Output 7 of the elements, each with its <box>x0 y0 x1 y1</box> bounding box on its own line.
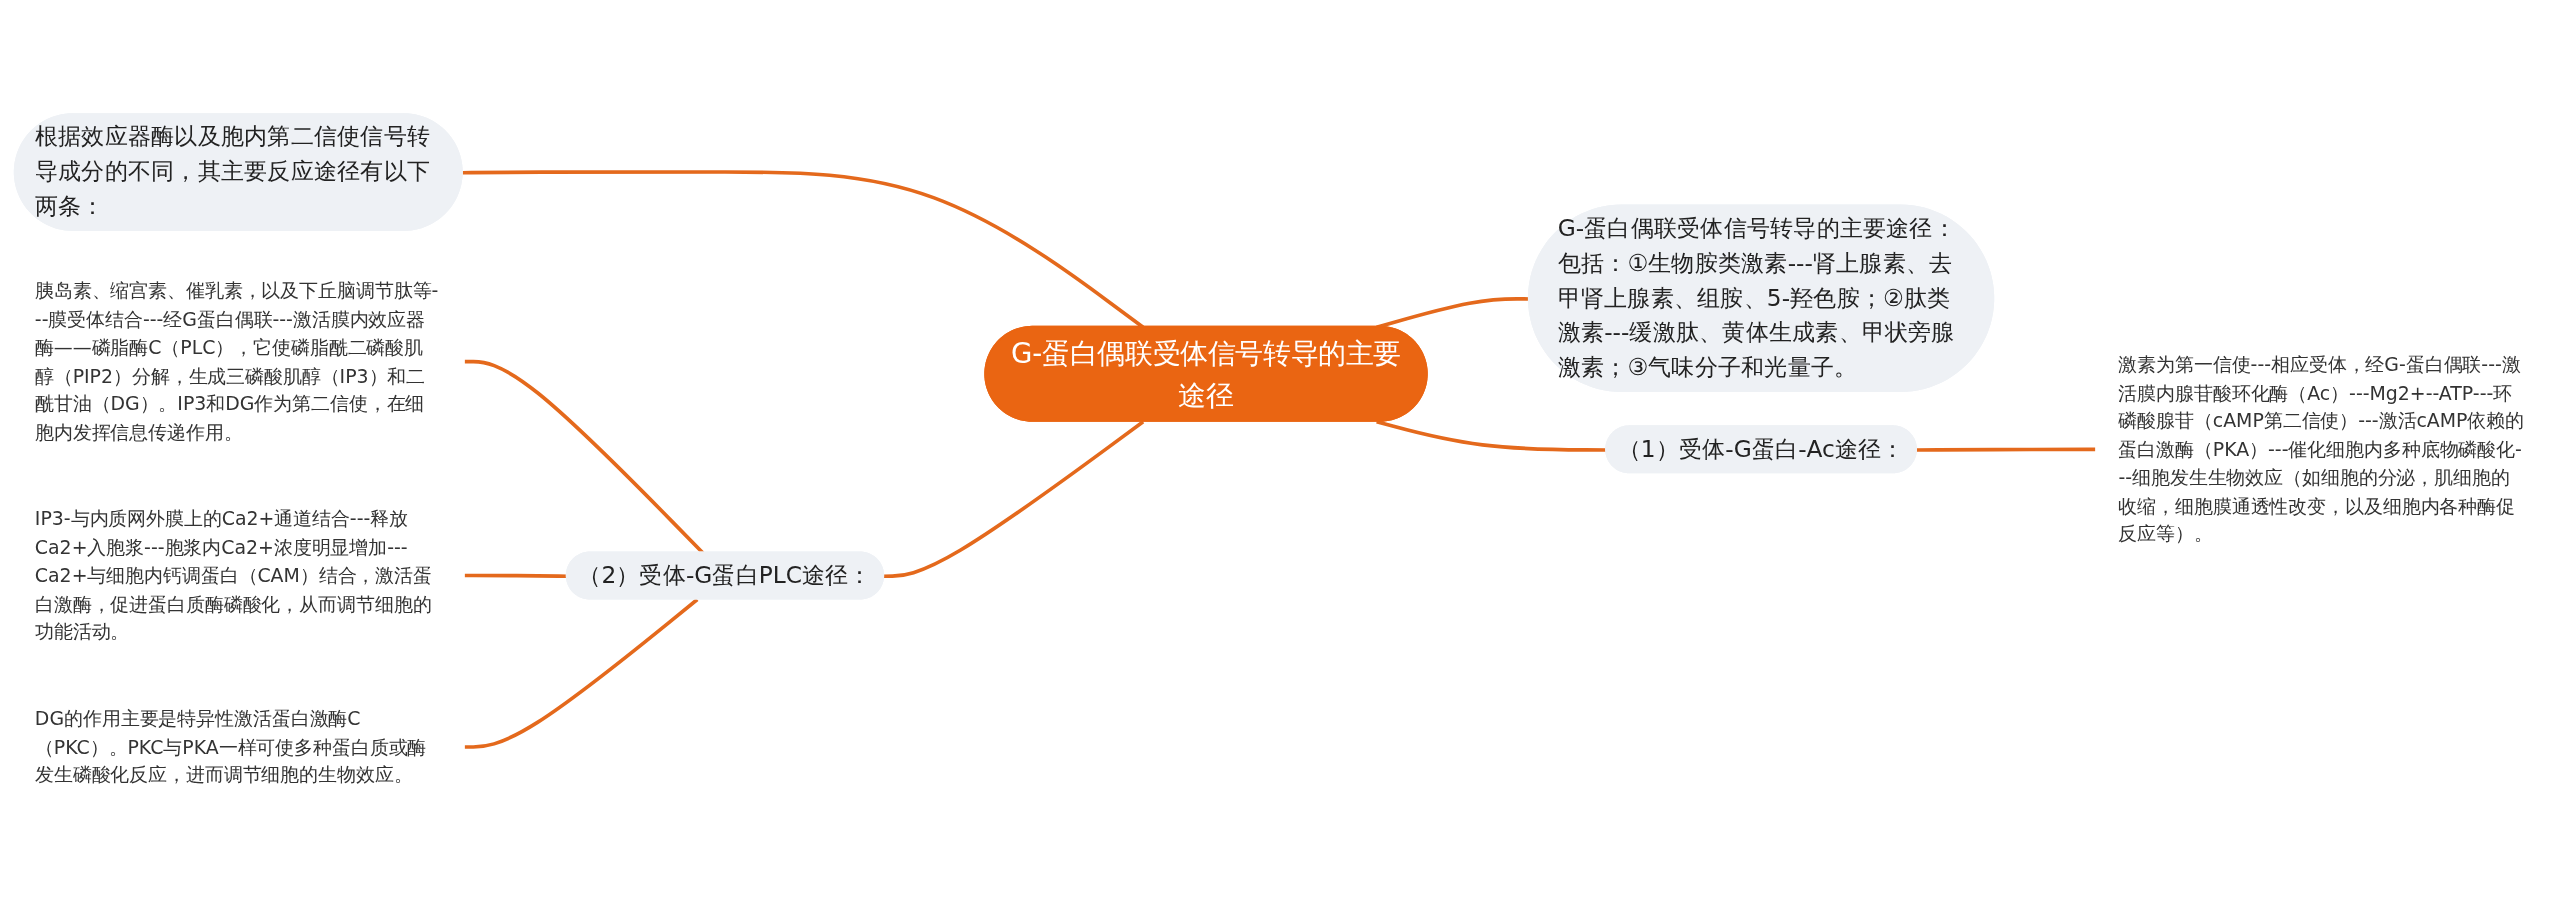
connector <box>884 420 1145 579</box>
connector <box>1916 447 2096 452</box>
node-text: 激素为第一信使---相应受体，经G-蛋白偶联---激活膜内腺苷酸环化酶（Ac）---Mg2+--ATP---环磷酸腺苷（cAMP第二信使）---激活cAMP依赖的蛋白激酶（PKA）---催化细胞内多种底物磷酸化---细胞发生生物效应（如细胞的分泌，肌细胞的收缩，细胞膜通透性改变，以及细胞内各种酶促反应等）。 <box>2118 353 2525 545</box>
node-text: IP3-与内质网外膜上的Ca2+通道结合---释放Ca2+入胞浆---胞浆内Ca2+浓度明显增加---Ca2+与细胞内钙调蛋白（CAM）结合，激活蛋白激酶，促进蛋白质酶磷酸化，从而调节细胞的功能活动。 <box>34 507 433 643</box>
node-text: DG的作用主要是特异性激活蛋白激酶C（PKC）。PKC与PKA一样可使多种蛋白质或酶发生磷酸化反应，进而调节细胞的生物效应。 <box>34 707 427 786</box>
node-text: 胰岛素、缩宫素、催乳素，以及下丘脑调节肽等---膜受体结合---经G蛋白偶联---激活膜内效应器酶——磷脂酶C（PLC），它使磷脂酰二磷酸肌醇（PIP2）分解，生成三磷酸肌醇（IP3）和二酰甘油（DG）。IP3和DG作为第二信使，在细胞内发挥信息传递作用。 <box>34 279 439 443</box>
connector <box>464 598 699 749</box>
